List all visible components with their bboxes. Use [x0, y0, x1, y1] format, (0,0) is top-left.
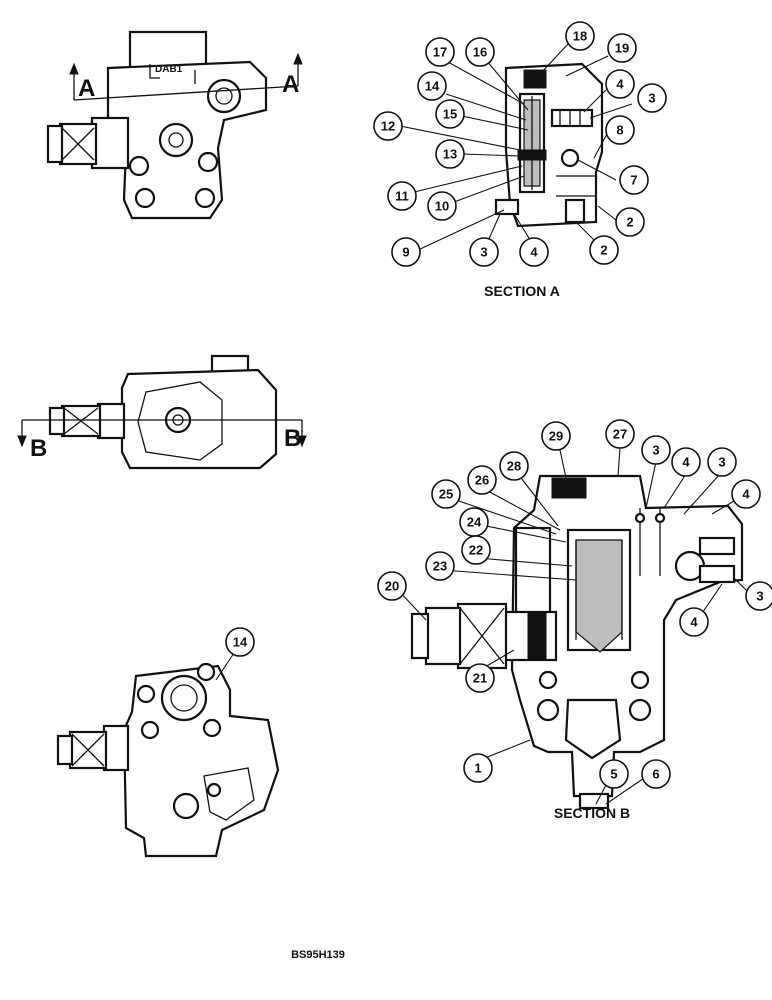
svg-text:20: 20 [385, 579, 399, 594]
callout-12: 12 [373, 111, 403, 141]
svg-text:26: 26 [475, 473, 489, 488]
svg-text:19: 19 [615, 41, 629, 56]
svg-text:1: 1 [474, 761, 481, 776]
callouts-view3: 14 [225, 627, 255, 657]
svg-text:3: 3 [718, 455, 725, 470]
svg-text:24: 24 [467, 515, 482, 530]
svg-text:9: 9 [402, 245, 409, 260]
callout-3: 3 [637, 83, 667, 113]
callout-4: 4 [731, 479, 761, 509]
svg-text:29: 29 [549, 429, 563, 444]
section-b-drawing [410, 474, 744, 810]
callout-7: 7 [619, 165, 649, 195]
callouts-section-a: 17 16 18 19 14 4 3 15 12 8 13 11 7 10 2 … [373, 21, 667, 267]
callout-11: 11 [387, 181, 417, 211]
svg-text:17: 17 [433, 45, 447, 60]
svg-text:27: 27 [613, 427, 627, 442]
cut-mark-a-left: A [78, 75, 95, 102]
view-top-left: DAB1 A A [46, 30, 303, 220]
svg-text:25: 25 [439, 487, 453, 502]
callout-23: 23 [425, 551, 455, 581]
svg-text:14: 14 [233, 635, 248, 650]
svg-text:28: 28 [507, 459, 521, 474]
callout-4: 4 [519, 237, 549, 267]
svg-text:4: 4 [690, 615, 698, 630]
section-b-leaders [397, 447, 753, 805]
svg-text:10: 10 [435, 199, 449, 214]
callout-24: 24 [459, 507, 489, 537]
callout-4: 4 [671, 447, 701, 477]
svg-text:4: 4 [742, 487, 750, 502]
svg-text:8: 8 [616, 123, 623, 138]
callout-3: 3 [745, 581, 772, 611]
svg-text:21: 21 [473, 671, 487, 686]
cut-mark-a-right: A [282, 71, 299, 98]
svg-text:12: 12 [381, 119, 395, 134]
section-a-label: SECTION A [484, 283, 560, 299]
svg-text:5: 5 [610, 767, 617, 782]
callout-4: 4 [679, 607, 709, 637]
cut-mark-b-left: B [30, 435, 47, 462]
view-middle-left: B B [17, 354, 307, 470]
svg-text:15: 15 [443, 107, 457, 122]
callout-2: 2 [615, 207, 645, 237]
callout-19: 19 [607, 33, 637, 63]
callout-29: 29 [541, 421, 571, 451]
svg-text:3: 3 [652, 443, 659, 458]
callout-6: 6 [641, 759, 671, 789]
callouts-section-b: 29 27 3 4 3 28 26 4 25 24 22 23 20 3 4 2… [377, 419, 772, 789]
view-bottom-left [56, 662, 280, 858]
callout-10: 10 [427, 191, 457, 221]
svg-text:7: 7 [630, 173, 637, 188]
callout-3: 3 [469, 237, 499, 267]
section-a-drawing [494, 62, 604, 228]
callout-14: 14 [225, 627, 255, 657]
callout-18: 18 [565, 21, 595, 51]
callout-9: 9 [391, 237, 421, 267]
callout-20: 20 [377, 571, 407, 601]
svg-text:23: 23 [433, 559, 447, 574]
svg-text:4: 4 [530, 245, 538, 260]
cut-mark-b-right: B [284, 425, 301, 452]
callout-4: 4 [605, 69, 635, 99]
svg-text:4: 4 [682, 455, 690, 470]
svg-text:DAB1: DAB1 [155, 64, 183, 75]
callout-1: 1 [463, 753, 493, 783]
callout-27: 27 [605, 419, 635, 449]
svg-text:22: 22 [469, 543, 483, 558]
svg-text:4: 4 [616, 77, 624, 92]
callout-22: 22 [461, 535, 491, 565]
svg-text:3: 3 [480, 245, 487, 260]
svg-text:3: 3 [648, 91, 655, 106]
svg-text:13: 13 [443, 147, 457, 162]
view3-leader [215, 649, 237, 681]
svg-text:2: 2 [626, 215, 633, 230]
svg-text:14: 14 [425, 79, 440, 94]
svg-text:11: 11 [395, 189, 409, 204]
svg-text:16: 16 [473, 45, 487, 60]
callout-3: 3 [707, 447, 737, 477]
callout-3: 3 [641, 435, 671, 465]
svg-text:2: 2 [600, 243, 607, 258]
callout-28: 28 [499, 451, 529, 481]
section-b-label: SECTION B [554, 805, 630, 821]
svg-text:18: 18 [573, 29, 587, 44]
callout-25: 25 [431, 479, 461, 509]
svg-text:6: 6 [652, 767, 659, 782]
callout-13: 13 [435, 139, 465, 169]
callout-21: 21 [465, 663, 495, 693]
callout-8: 8 [605, 115, 635, 145]
callout-14: 14 [417, 71, 447, 101]
callout-17: 17 [425, 37, 455, 67]
callout-15: 15 [435, 99, 465, 129]
callout-2: 2 [589, 235, 619, 265]
svg-text:3: 3 [756, 589, 763, 604]
figure-id: BS95H139 [291, 949, 345, 961]
callout-5: 5 [599, 759, 629, 789]
callout-26: 26 [467, 465, 497, 495]
callout-16: 16 [465, 37, 495, 67]
